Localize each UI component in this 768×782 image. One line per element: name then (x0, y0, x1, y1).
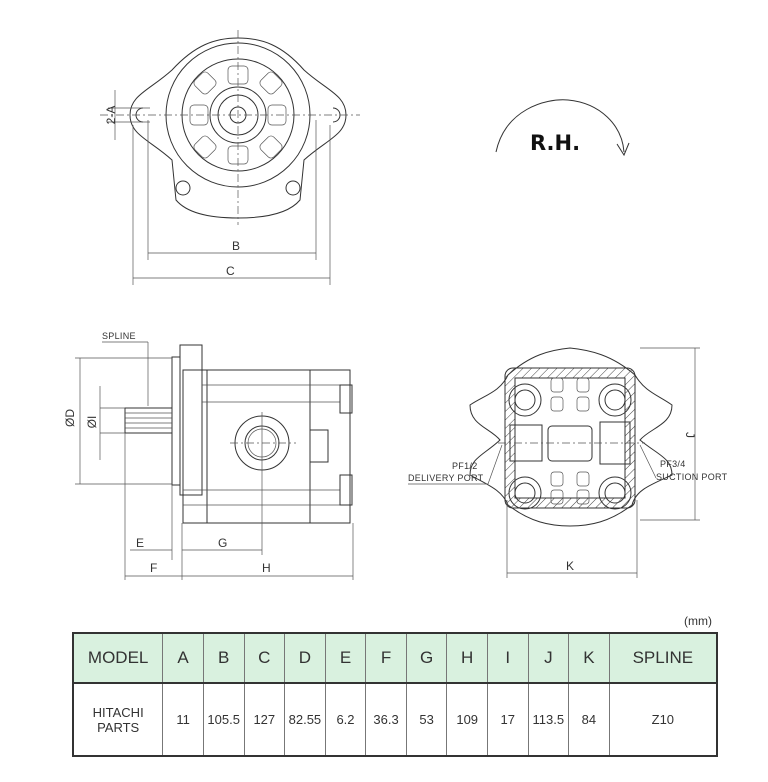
pump-drawing: 2-A B C R.H. SPLINE ØD ØI (63, 30, 728, 580)
header-spline: SPLINE (608, 632, 718, 684)
dim-f-label: F (150, 561, 157, 575)
dimensions-table: MODEL A B C D E F G H I J K SPLINE HITAC… (72, 632, 718, 757)
cell-i: 17 (486, 682, 529, 757)
cell-k: 84 (568, 682, 610, 757)
header-k: K (568, 632, 610, 684)
cell-g: 53 (405, 682, 448, 757)
dim-c-label: C (226, 264, 235, 278)
delivery-port-size: PF1/2 (452, 461, 478, 471)
delivery-port-label: DELIVERY PORT (408, 473, 484, 483)
front-view: 2-A B C (100, 30, 360, 285)
dim-i-label: ØI (85, 416, 99, 429)
suction-port-size: PF3/4 (660, 459, 686, 469)
header-e: E (324, 632, 367, 684)
cell-h: 109 (446, 682, 488, 757)
header-i: I (486, 632, 529, 684)
dim-k-label: K (566, 559, 574, 573)
header-c: C (243, 632, 286, 684)
dim-b-label: B (232, 239, 240, 253)
cell-e: 6.2 (324, 682, 367, 757)
rotation-label: R.H. (530, 131, 580, 155)
table-header-row: MODEL A B C D E F G H I J K SPLINE (72, 632, 718, 684)
dim-g-label: G (218, 536, 227, 550)
header-d: D (284, 632, 326, 684)
cell-spline: Z10 (608, 682, 718, 757)
header-a: A (162, 632, 204, 684)
header-h: H (446, 632, 488, 684)
suction-port-label: SUCTION PORT (656, 472, 728, 482)
cell-c: 127 (243, 682, 286, 757)
rotation-arrow-icon (495, 99, 625, 153)
rotation-indicator: R.H. (495, 99, 630, 157)
cell-d: 82.55 (284, 682, 326, 757)
model-line1: HITACHI (92, 704, 144, 720)
header-g: G (405, 632, 448, 684)
header-model: MODEL (72, 632, 164, 684)
cell-j: 113.5 (527, 682, 570, 757)
cell-b: 105.5 (202, 682, 245, 757)
dim-2a-label: 2-A (104, 106, 118, 125)
model-line2: PARTS (97, 719, 140, 735)
dim-j-label: J (683, 432, 697, 438)
cell-f: 36.3 (365, 682, 407, 757)
side-view: SPLINE ØD ØI E G F H (63, 331, 354, 580)
unit-label: (mm) (684, 614, 712, 628)
dim-d-label: ØD (63, 409, 77, 427)
spline-label: SPLINE (102, 331, 136, 341)
cell-a: 11 (162, 682, 204, 757)
header-j: J (527, 632, 570, 684)
header-f: F (365, 632, 407, 684)
rear-view: J K PF1/2 DELIVERY PORT PF3/4 SUCTION PO… (408, 347, 728, 578)
dim-h-label: H (262, 561, 271, 575)
header-b: B (202, 632, 245, 684)
dim-e-label: E (136, 536, 144, 550)
